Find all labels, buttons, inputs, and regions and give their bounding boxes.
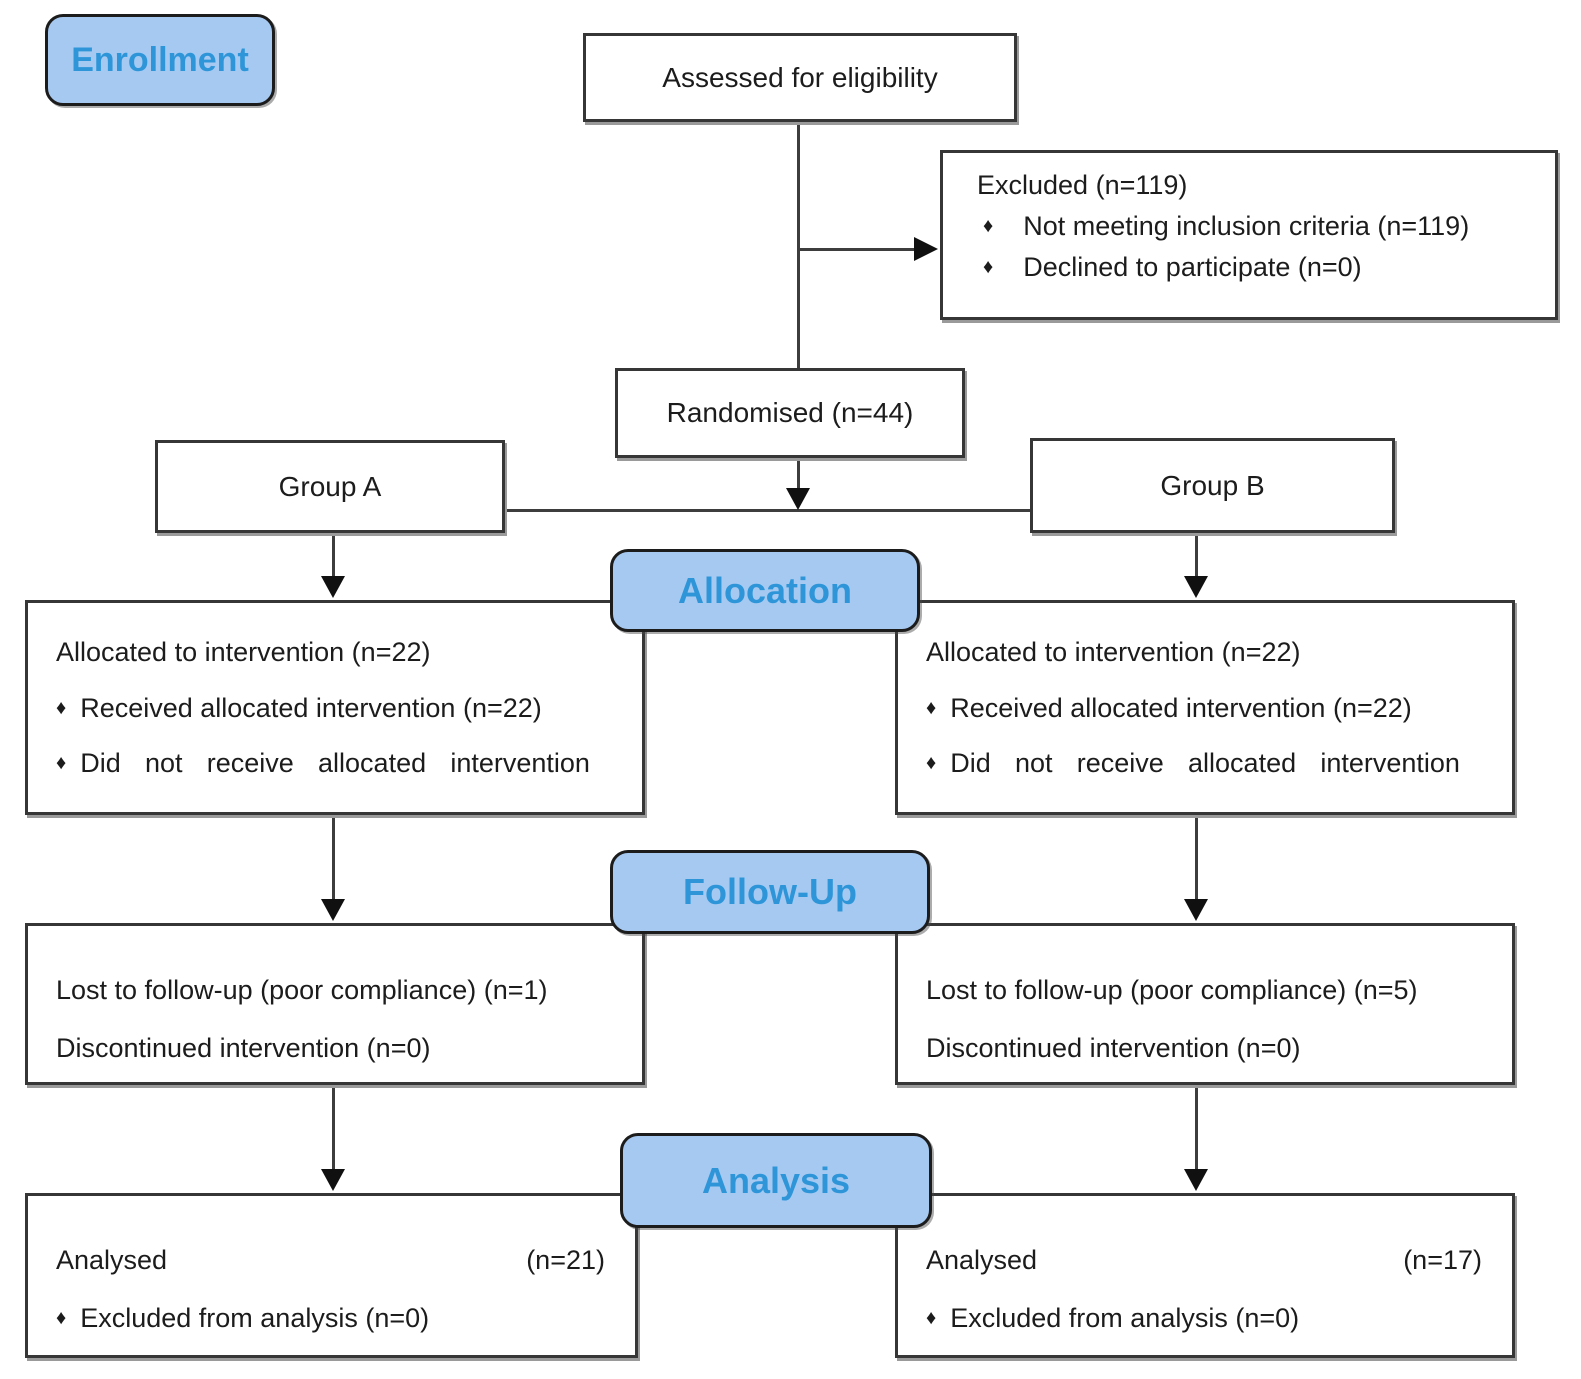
diamond-bullet-icon: ♦ bbox=[56, 1306, 67, 1329]
allocation-right-bullet-1: ♦ Received allocated intervention (n=22) bbox=[926, 692, 1494, 724]
allocation-badge: Allocation bbox=[610, 549, 920, 632]
arrowhead-followup-right-icon bbox=[1184, 899, 1208, 921]
enrollment-badge: Enrollment bbox=[45, 14, 275, 106]
allocation-left-bullet-2: ♦ Did not receive allocated intervention bbox=[56, 747, 624, 779]
followup-badge-label: Follow-Up bbox=[683, 871, 857, 912]
analysis-right-box: Analysed (n=17) ♦ Excluded from analysis… bbox=[895, 1193, 1515, 1358]
excluded-title: Excluded (n=119) bbox=[977, 170, 1188, 200]
allocation-left-bullet-1: ♦ Received allocated intervention (n=22) bbox=[56, 692, 624, 724]
allocation-left-bullet-1-text: Received allocated intervention (n=22) bbox=[80, 692, 542, 723]
arrowhead-excluded-icon bbox=[914, 237, 938, 261]
allocation-left-title: Allocated to intervention (n=22) bbox=[56, 637, 431, 668]
group-a-label: Group A bbox=[278, 470, 382, 502]
allocation-right-bullet-2: ♦ Did not receive allocated intervention bbox=[926, 747, 1494, 779]
randomised-label: Randomised (n=44) bbox=[666, 397, 914, 428]
arrowhead-groupB-allocation-icon bbox=[1184, 576, 1208, 598]
analysis-left-title-row: Analysed (n=21) bbox=[56, 1244, 605, 1276]
arrowhead-followup-left-icon bbox=[321, 899, 345, 921]
followup-right-line-1: Lost to follow-up (poor compliance) (n=5… bbox=[926, 975, 1418, 1005]
enrollment-badge-label: Enrollment bbox=[71, 40, 249, 79]
analysis-badge-label: Analysis bbox=[701, 1159, 851, 1201]
followup-right-line-2: Discontinued intervention (n=0) bbox=[926, 1033, 1301, 1063]
arrowhead-split-icon bbox=[786, 488, 810, 510]
excluded-bullet-1-text: Not meeting inclusion criteria (n=119) bbox=[1023, 211, 1470, 241]
allocation-right-bullet-1-text: Received allocated intervention (n=22) bbox=[950, 692, 1412, 723]
analysis-left-bullet-1-text: Excluded from analysis (n=0) bbox=[80, 1302, 430, 1333]
randomised-box: Randomised (n=44) bbox=[615, 368, 965, 458]
excluded-bullet-1: ♦ Not meeting inclusion criteria (n=119) bbox=[977, 210, 1535, 242]
excluded-bullet-2-text: Declined to participate (n=0) bbox=[1023, 252, 1362, 282]
connector-to-excluded bbox=[797, 248, 917, 251]
allocation-left-box: Allocated to intervention (n=22) ♦ Recei… bbox=[25, 600, 645, 815]
arrowhead-analysis-right-icon bbox=[1184, 1169, 1208, 1191]
analysis-left-label: Analysed bbox=[56, 1244, 168, 1275]
followup-left-line-1: Lost to follow-up (poor compliance) (n=1… bbox=[56, 975, 548, 1005]
connector-assessed-randomised bbox=[797, 122, 800, 368]
analysis-right-n: (n=17) bbox=[1403, 1244, 1482, 1275]
connector-groups-horizontal bbox=[505, 509, 1032, 512]
diamond-bullet-icon: ♦ bbox=[926, 751, 937, 774]
followup-left-line-2: Discontinued intervention (n=0) bbox=[56, 1033, 431, 1063]
arrowhead-analysis-left-icon bbox=[321, 1169, 345, 1191]
allocation-right-box: Allocated to intervention (n=22) ♦ Recei… bbox=[895, 600, 1515, 815]
analysis-left-n: (n=21) bbox=[526, 1244, 605, 1275]
connector-randomised-split bbox=[797, 458, 800, 490]
excluded-bullet-2: ♦ Declined to participate (n=0) bbox=[977, 251, 1535, 283]
analysis-right-label: Analysed bbox=[926, 1244, 1038, 1275]
followup-badge: Follow-Up bbox=[610, 850, 930, 934]
analysis-right-bullet-1: ♦ Excluded from analysis (n=0) bbox=[926, 1302, 1482, 1334]
analysis-left-box: Analysed (n=21) ♦ Excluded from analysis… bbox=[25, 1193, 638, 1358]
assessed-box: Assessed for eligibility bbox=[583, 33, 1017, 122]
group-b-box: Group B bbox=[1030, 438, 1395, 533]
analysis-right-title-row: Analysed (n=17) bbox=[926, 1244, 1482, 1276]
allocation-right-bullet-2-text: Did not receive allocated intervention bbox=[950, 747, 1460, 778]
diamond-bullet-icon: ♦ bbox=[926, 1306, 937, 1329]
allocation-right-title: Allocated to intervention (n=22) bbox=[926, 637, 1301, 668]
analysis-left-bullet-1: ♦ Excluded from analysis (n=0) bbox=[56, 1302, 605, 1334]
arrowhead-groupA-allocation-icon bbox=[321, 576, 345, 598]
allocation-left-bullet-2-text: Did not receive allocated intervention bbox=[80, 747, 590, 778]
allocation-badge-label: Allocation bbox=[677, 569, 852, 611]
diamond-bullet-icon: ♦ bbox=[983, 256, 994, 278]
group-b-label: Group B bbox=[1160, 469, 1265, 501]
connector-allocation-followup-left bbox=[332, 815, 335, 901]
connector-allocation-followup-right bbox=[1195, 815, 1198, 901]
connector-groupB-allocation bbox=[1195, 533, 1198, 578]
diamond-bullet-icon: ♦ bbox=[56, 751, 67, 774]
diamond-bullet-icon: ♦ bbox=[56, 696, 67, 719]
connector-groupA-allocation bbox=[332, 533, 335, 578]
analysis-right-bullet-1-text: Excluded from analysis (n=0) bbox=[950, 1302, 1300, 1333]
followup-right-box: Lost to follow-up (poor compliance) (n=5… bbox=[895, 923, 1515, 1085]
group-a-box: Group A bbox=[155, 440, 505, 533]
connector-followup-analysis-right bbox=[1195, 1085, 1198, 1171]
followup-left-box: Lost to follow-up (poor compliance) (n=1… bbox=[25, 923, 645, 1085]
diamond-bullet-icon: ♦ bbox=[926, 696, 937, 719]
connector-followup-analysis-left bbox=[332, 1085, 335, 1171]
diamond-bullet-icon: ♦ bbox=[983, 215, 994, 237]
analysis-badge: Analysis bbox=[620, 1133, 932, 1228]
assessed-label: Assessed for eligibility bbox=[662, 61, 938, 93]
excluded-box: Excluded (n=119) ♦ Not meeting inclusion… bbox=[940, 150, 1558, 320]
